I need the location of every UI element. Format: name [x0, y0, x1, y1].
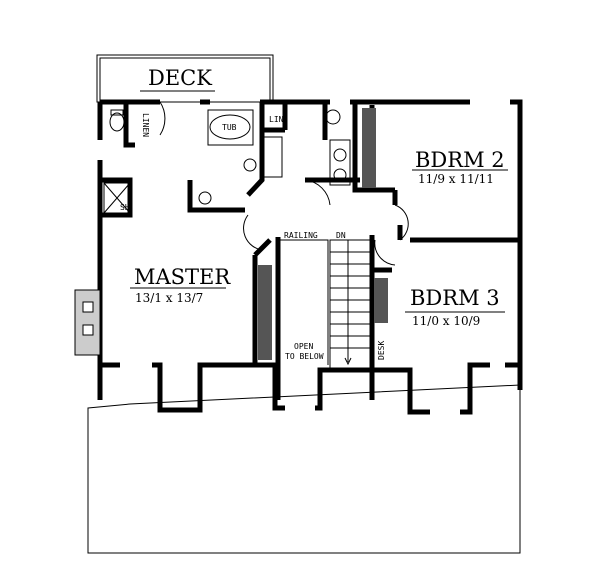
stairs[interactable] [329, 239, 371, 369]
lower-roof [87, 384, 521, 554]
master-size: 13/1 x 13/7 [135, 291, 203, 305]
linen-label: LINEN [141, 113, 150, 137]
open-label: OPEN [294, 342, 313, 351]
to-below-label: TO BELOW [285, 352, 324, 361]
desk-label: DESK [377, 341, 386, 360]
tub-label: TUB [222, 123, 237, 132]
deck-label: DECK [148, 66, 212, 90]
bdrm2-size: 11/9 x 11/11 [418, 172, 494, 186]
bdrm3-size: 11/0 x 10/9 [412, 314, 480, 328]
shower-label: SH [120, 203, 130, 212]
down-label: DN [336, 231, 346, 240]
master-name: MASTER [134, 265, 231, 289]
lin-label: LIN [269, 115, 284, 124]
bdrm3-name: BDRM 3 [410, 286, 500, 310]
railing-label: RAILING [284, 231, 318, 240]
exterior-walls [97, 99, 523, 415]
bdrm2-name: BDRM 2 [415, 148, 505, 172]
